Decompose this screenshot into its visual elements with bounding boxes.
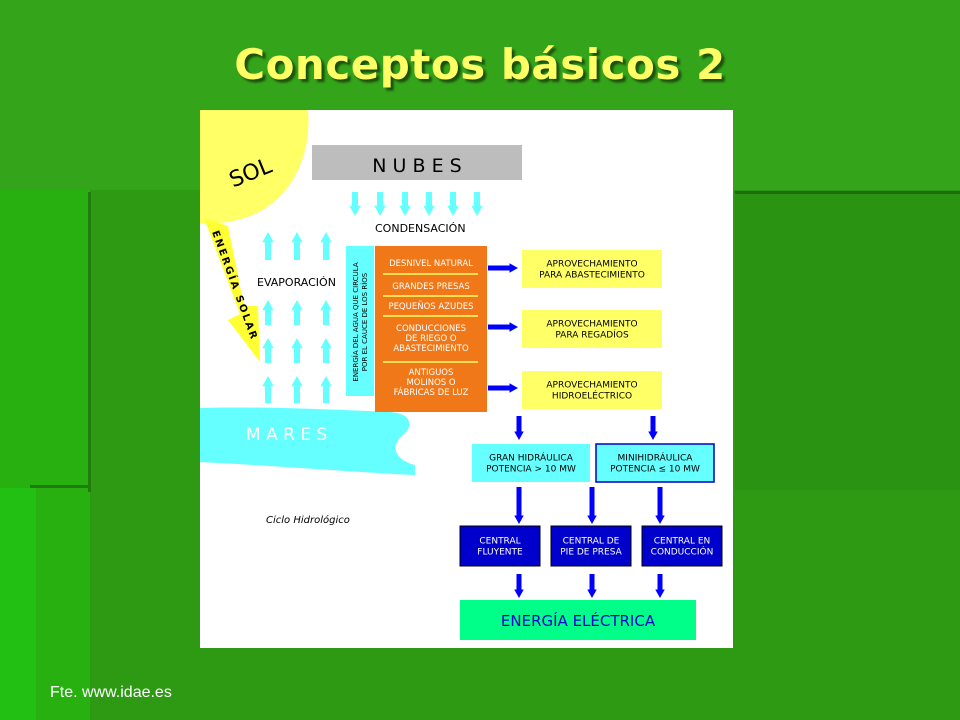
flow-arrow [488, 383, 518, 393]
background-line [88, 192, 91, 492]
evaporation-arrow [262, 376, 274, 403]
electric-energy-box [460, 600, 696, 640]
diagram-caption: Ciclo Hidrológico [266, 514, 350, 526]
river-energy-label-line2: POR EL CAUCE DE LOS RÍOS [360, 272, 369, 371]
evaporation-arrow [320, 300, 332, 325]
flow-arrow [488, 263, 518, 273]
use-box-text: APROVECHAMIENTO [546, 381, 637, 391]
plant-box [550, 525, 632, 567]
plant-box [641, 525, 723, 567]
use-box-text: PARA REGADÍOS [555, 329, 629, 341]
orange-item-text: FÁBRICAS DE LUZ [394, 386, 469, 398]
evaporation-arrow [320, 376, 332, 403]
plant-box-text: CENTRAL EN [654, 537, 711, 547]
use-box [522, 310, 662, 348]
condensation-arrows [349, 192, 483, 216]
plant-box-text: CENTRAL [479, 537, 520, 547]
hydro-type-text: GRAN HIDRÁULICA [489, 452, 574, 464]
flow-arrow [514, 416, 524, 440]
flow-arrow [514, 487, 524, 524]
plant-box-text: CONDUCCIÓN [651, 546, 714, 558]
evaporation-arrow [262, 300, 274, 325]
condensation-arrow [447, 192, 459, 216]
river-energy-label-line1: ENERGÍA DEL AGUA QUE CIRCULA [351, 262, 360, 381]
evaporation-arrow [320, 232, 332, 260]
orange-item-text: PEQUEÑOS AZUDES [388, 301, 473, 312]
use-box-text: PARA ABASTECIMIENTO [539, 271, 645, 281]
condensation-arrow [399, 192, 411, 216]
flow-arrow [514, 574, 524, 598]
plant-box [459, 525, 541, 567]
orange-item-text: DE RIEGO O [405, 334, 456, 344]
flow-arrow [655, 574, 665, 598]
evaporation-label: EVAPORACIÓN [257, 276, 336, 289]
orange-item-text: GRANDES PRESAS [392, 282, 470, 292]
orange-items: DESNIVEL NATURAL GRANDES PRESAS PEQUEÑOS A… [383, 259, 478, 398]
condensation-arrow [423, 192, 435, 216]
condensation-arrow [471, 192, 483, 216]
hydrologic-cycle-diagram: SOL N U B E S CONDENSACIÓN ENERGÍA SOLAR… [200, 110, 733, 648]
orange-item-text: CONDUCCIONES [396, 324, 466, 334]
use-box-text: HIDROELÉCTRICO [552, 390, 632, 402]
use-box [522, 250, 662, 288]
clouds-box [312, 145, 522, 180]
background-line [30, 485, 90, 488]
evaporation-arrow [291, 376, 303, 403]
use-box [522, 371, 662, 409]
background-bottom-left [0, 488, 36, 720]
electric-energy-label: ENERGÍA ELÉCTRICA [501, 611, 656, 630]
seas-label: M A R E S [246, 425, 327, 445]
orange-item-text: ANTIGUOS [409, 368, 454, 378]
plant-box-text: CENTRAL DE [563, 537, 620, 547]
clouds-label: N U B E S [372, 155, 461, 177]
orange-item-text: MOLINOS O [406, 378, 455, 388]
source-credit: Fte. www.idae.es [50, 684, 172, 701]
hydro-type-box [595, 443, 715, 483]
evaporation-arrow [320, 338, 332, 363]
hydro-type-text: POTENCIA ≤ 10 MW [610, 465, 700, 475]
evaporation-arrow [262, 232, 274, 260]
diagram-canvas: SOL N U B E S CONDENSACIÓN ENERGÍA SOLAR… [200, 110, 723, 640]
orange-item-text: DESNIVEL NATURAL [389, 259, 473, 269]
plant-box-text: PIE DE PRESA [560, 548, 622, 558]
hydro-type-text: POTENCIA > 10 MW [486, 465, 576, 475]
evaporation-arrow [291, 300, 303, 325]
condensation-label: CONDENSACIÓN [375, 222, 466, 235]
flow-arrow [655, 487, 665, 524]
river-energy-column [346, 246, 374, 396]
flow-arrow [587, 574, 597, 598]
hydro-type-text: MINIHIDRÁULICA [618, 452, 694, 464]
evaporation-arrow [291, 232, 303, 260]
condensation-arrow [374, 192, 386, 216]
sun-shape [200, 110, 309, 224]
orange-item-text: ABASTECIMIENTO [393, 344, 469, 354]
use-box-text: APROVECHAMIENTO [546, 260, 637, 270]
evaporation-arrows [262, 232, 332, 403]
slide-title: Conceptos básicos 2 [234, 40, 726, 89]
flow-arrows [488, 263, 665, 598]
evaporation-arrow [262, 338, 274, 363]
plant-box-text: FLUYENTE [477, 548, 523, 558]
use-box-text: APROVECHAMIENTO [546, 320, 637, 330]
evaporation-arrow [291, 338, 303, 363]
solar-energy-arrow [204, 218, 260, 362]
flow-arrow [488, 322, 518, 332]
seas-shape [200, 407, 415, 475]
condensation-arrow [349, 192, 361, 216]
background-line [735, 191, 960, 194]
hydro-type-box [472, 444, 590, 482]
flow-arrow [648, 416, 658, 440]
background-right-block [735, 190, 960, 490]
flow-arrow [587, 487, 597, 524]
